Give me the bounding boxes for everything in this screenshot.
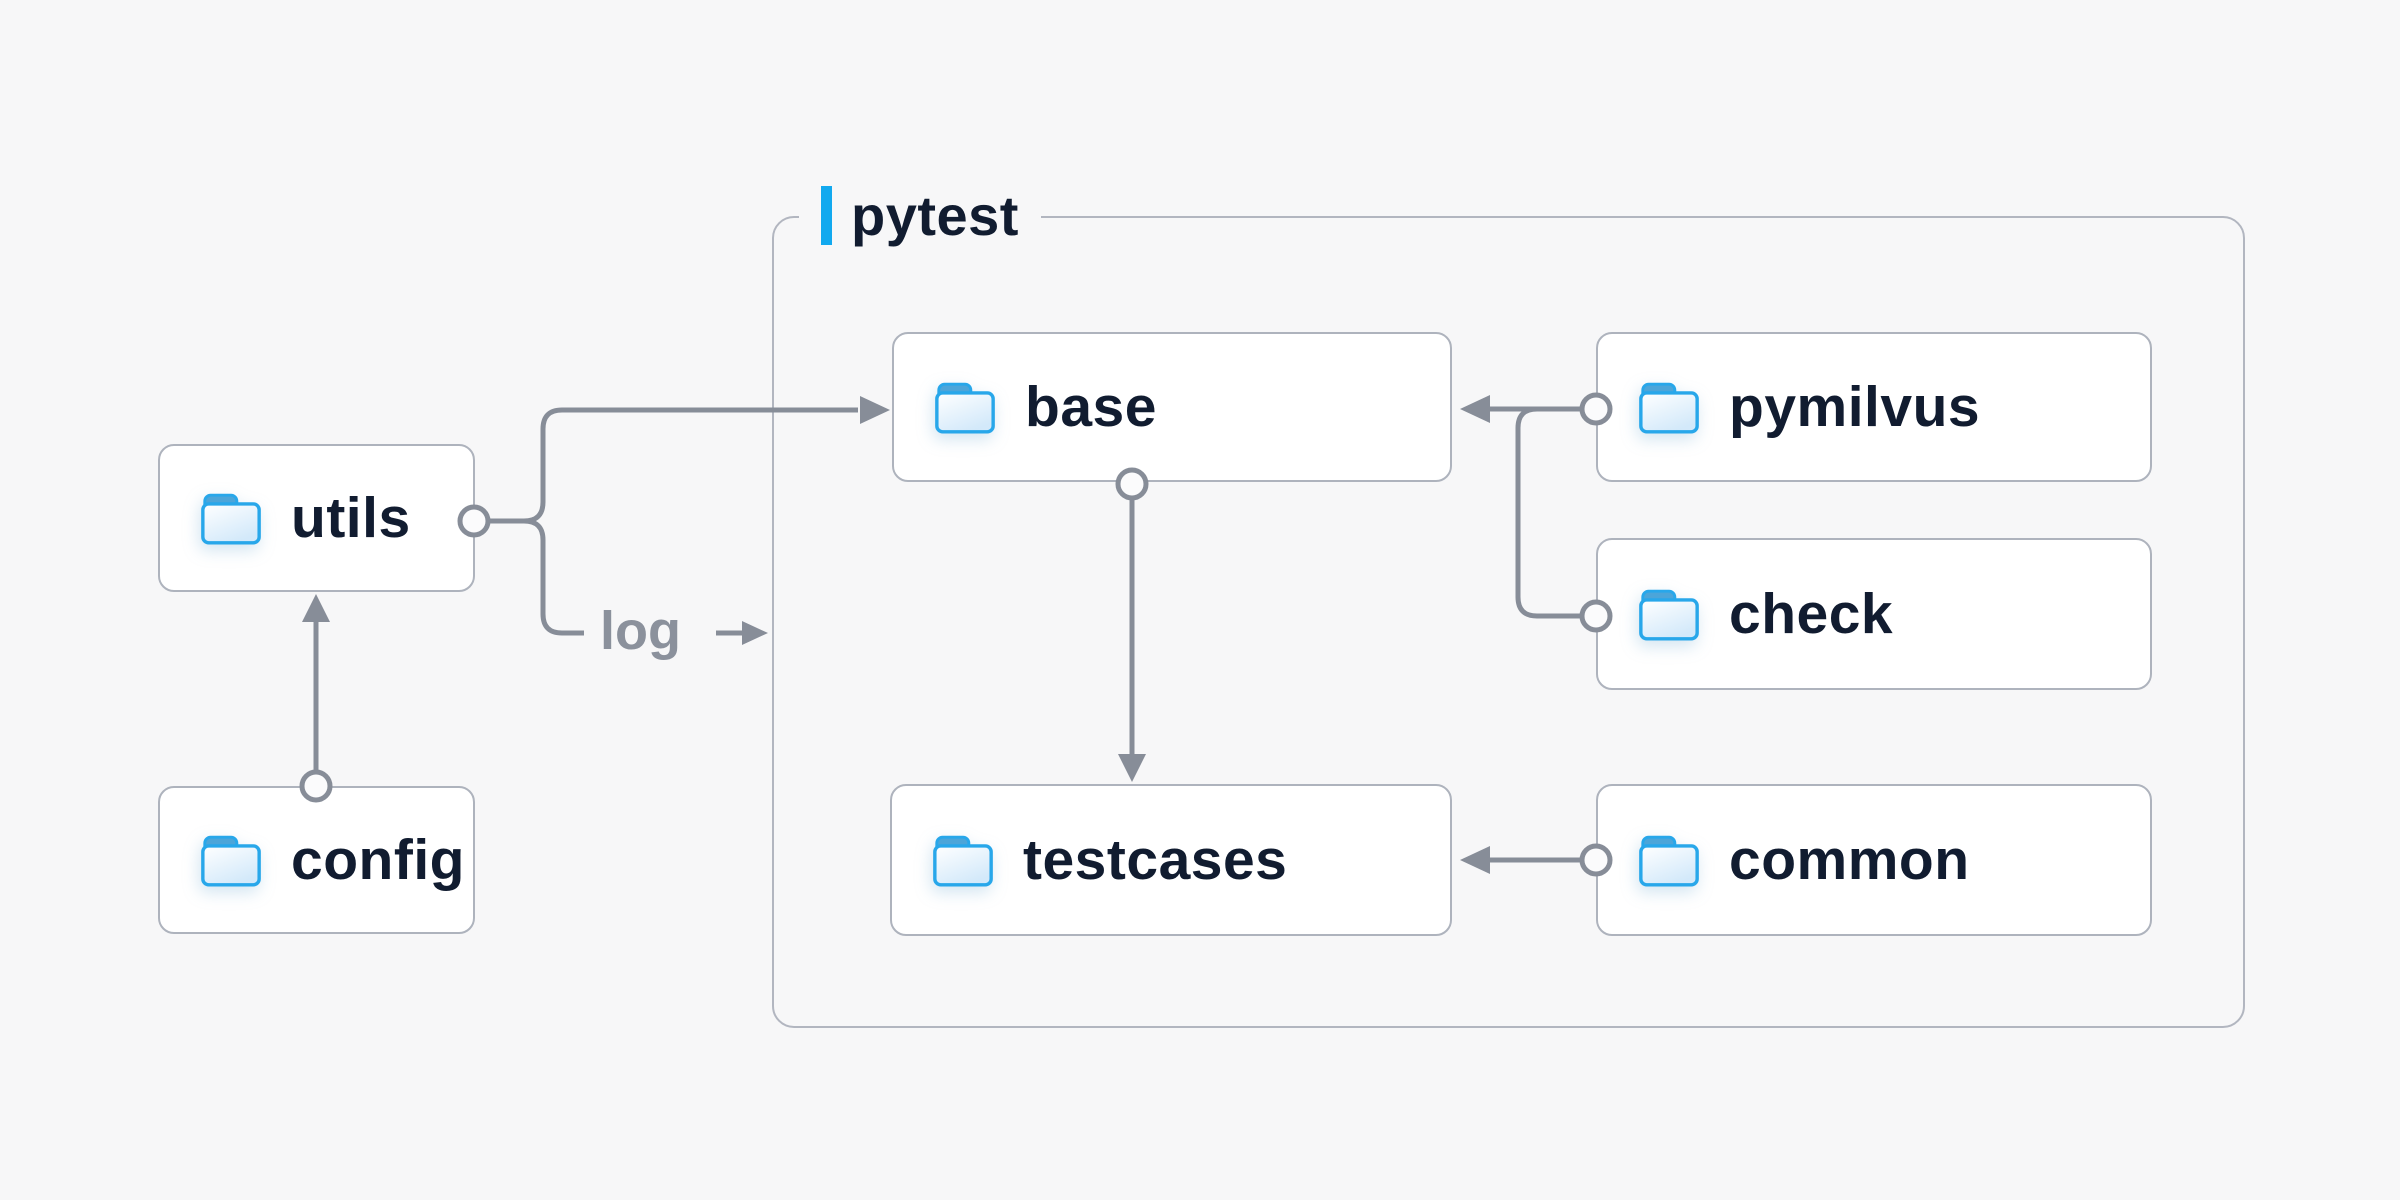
node-config: config <box>158 786 475 934</box>
folder-icon <box>1636 379 1702 436</box>
folder-icon <box>930 832 996 889</box>
arrowhead-log-into-container <box>742 621 768 645</box>
folder-icon <box>1636 586 1702 643</box>
node-check-label: check <box>1729 582 1894 646</box>
arrowhead-into-utils <box>302 594 330 622</box>
pytest-container <box>772 216 2245 1028</box>
node-common-label: common <box>1729 828 1970 892</box>
node-pymilvus: pymilvus <box>1596 332 2152 482</box>
folder-icon <box>932 379 998 436</box>
node-pymilvus-label: pymilvus <box>1729 375 1981 439</box>
pytest-container-label: pytest <box>799 181 1041 249</box>
node-utils: utils <box>158 444 475 592</box>
node-config-label: config <box>291 828 465 892</box>
edge-label-log: log <box>600 601 681 661</box>
node-testcases: testcases <box>890 784 1452 936</box>
node-check: check <box>1596 538 2152 690</box>
node-utils-label: utils <box>291 486 411 550</box>
container-label-text: pytest <box>851 183 1019 247</box>
node-base-label: base <box>1025 375 1157 439</box>
edge-utils-log-line <box>523 518 584 636</box>
folder-icon <box>198 832 264 889</box>
folder-icon <box>1636 832 1702 889</box>
node-common: common <box>1596 784 2152 936</box>
node-base: base <box>892 332 1452 482</box>
folder-icon <box>198 490 264 547</box>
node-testcases-label: testcases <box>1023 828 1288 892</box>
accent-bar-icon <box>821 185 832 245</box>
